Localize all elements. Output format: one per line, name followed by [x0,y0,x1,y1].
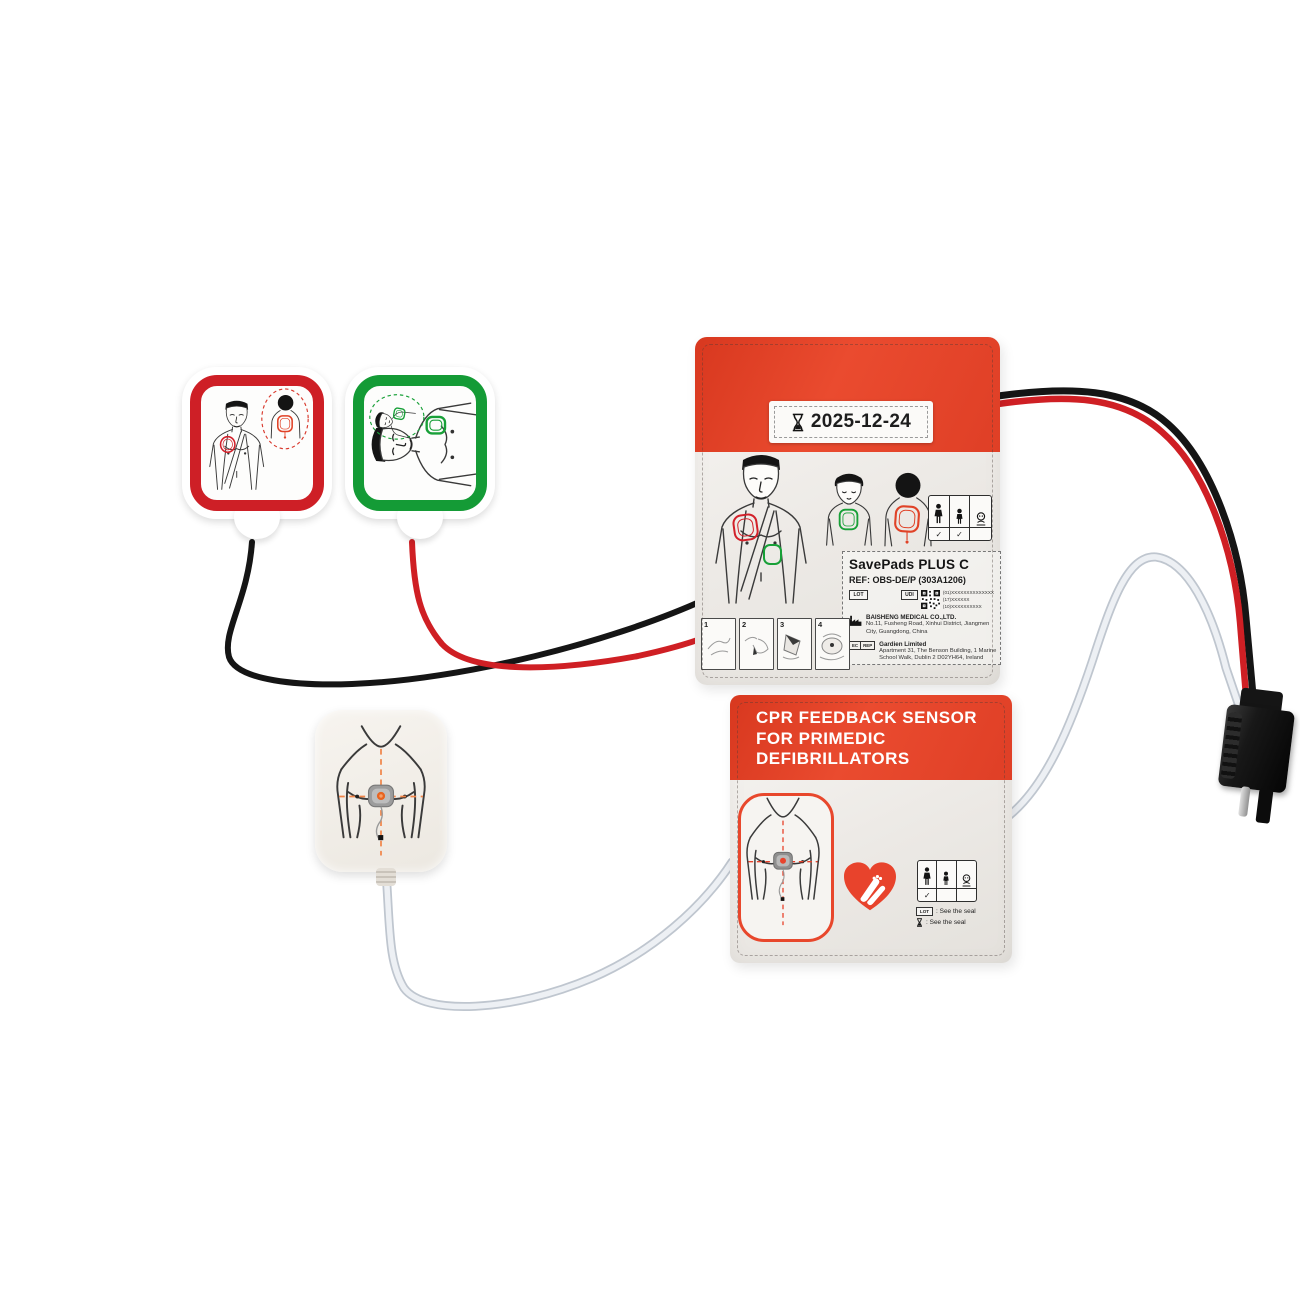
torso-placement-illustration [746,797,820,926]
infant-figure-icon [957,861,976,888]
savepads-pouch: 2025-12-24 [695,337,1001,685]
pouch-red-header: 2025-12-24 [695,337,1000,452]
infant-figure-icon [970,496,991,527]
qr-code [920,590,940,609]
black-electrode-cable [224,539,709,688]
instruction-step-1: 1 [701,618,736,670]
udi-line-2: (17)XXXXXX [942,596,970,602]
opening-instructions: 1 2 3 4 [701,618,850,670]
sensor-connector-cable [1001,552,1246,823]
connector-ridges [1220,712,1243,780]
hourglass-icon [792,413,804,431]
product-ref: REF: OBS-DE/P (303A1206) [849,575,966,585]
child-electrode-pad [345,367,495,539]
cable-strain-relief [376,868,396,886]
child-figure-icon [937,861,957,888]
adult-pad-illustration [209,388,309,490]
adult-figure-icon [918,861,938,888]
manufacturer-address: No.11, Fusheng Road, Xinhui District, Ji… [866,621,990,635]
patient-suitability-table: ✓ [917,860,977,902]
ec-rep-name: Gardien Limited [879,640,927,648]
cpr-title-line1: CPR FEEDBACK SENSOR [756,708,978,727]
adult-check: ✓ [918,888,938,901]
cpr-title-line2: FOR PRIMEDIC [756,728,886,748]
instruction-step-3: 3 [777,618,812,670]
child-figure-icon [950,496,971,527]
child-front-illustration [826,473,872,546]
sensor-placement-panel [738,793,834,942]
instruction-step-2: 2 [739,618,774,670]
sensor-cable [381,857,737,1011]
expiry-note: : See the seal [926,918,966,926]
cpr-sensor-pouch: CPR FEEDBACK SENSOR FOR PRIMEDIC DEFIBRI… [730,695,1012,963]
manufacturer-name: BAISHENG MEDICAL CO.,LTD. [866,614,957,621]
sensor-torso-illustration [336,725,426,856]
expiry-date-box: 2025-12-24 [769,401,933,443]
udi-symbol: UDI [900,590,918,600]
seal-notes: LOT : See the seal : See the seal [916,906,976,928]
adult-placement-illustration [715,455,807,604]
adult-check: ✓ [929,527,950,540]
instruction-step-4: 4 [815,618,850,670]
lot-note: : See the seal [936,907,976,915]
child-check [937,888,957,901]
udi-line-1: (01)XXXXXXXXXXXXXX [942,590,994,595]
adult-figure-icon [929,496,950,527]
defibrillator-connector-plug [1209,683,1300,824]
connector-metal-pin [1238,786,1251,818]
connector-cable-red [994,395,1251,712]
red-electrode-cable [409,539,709,671]
manufacturer-icon [849,615,862,626]
product-label: SavePads PLUS C REF: OBS-DE/P (303A1206)… [842,551,1001,665]
cpr-feedback-sensor-pad [315,710,447,886]
infant-check [970,527,991,540]
cpr-pouch-red-header: CPR FEEDBACK SENSOR FOR PRIMEDIC DEFIBRI… [730,695,1012,780]
cpr-title-line3: DEFIBRILLATORS [756,749,910,769]
lot-symbol: LOT [916,907,933,916]
hourglass-icon [917,918,922,927]
child-check: ✓ [949,527,971,540]
lot-symbol: LOT [849,590,868,600]
expiry-date: 2025-12-24 [810,411,912,432]
cpr-heart-hands-icon [844,862,896,911]
patient-suitability-table: ✓ ✓ [928,495,992,541]
infant-check [956,888,976,901]
adult-electrode-pad [182,367,332,539]
udi-line-3: (10)XXXXXXXXXX [942,603,982,609]
product-name: SavePads PLUS C [849,557,970,572]
ec-rep-address: Apartment 31, The Benson Building, 1 Mar… [879,647,997,662]
connector-body [1217,703,1296,794]
connector-cable-black [994,387,1258,710]
child-pad-illustration [369,394,476,487]
